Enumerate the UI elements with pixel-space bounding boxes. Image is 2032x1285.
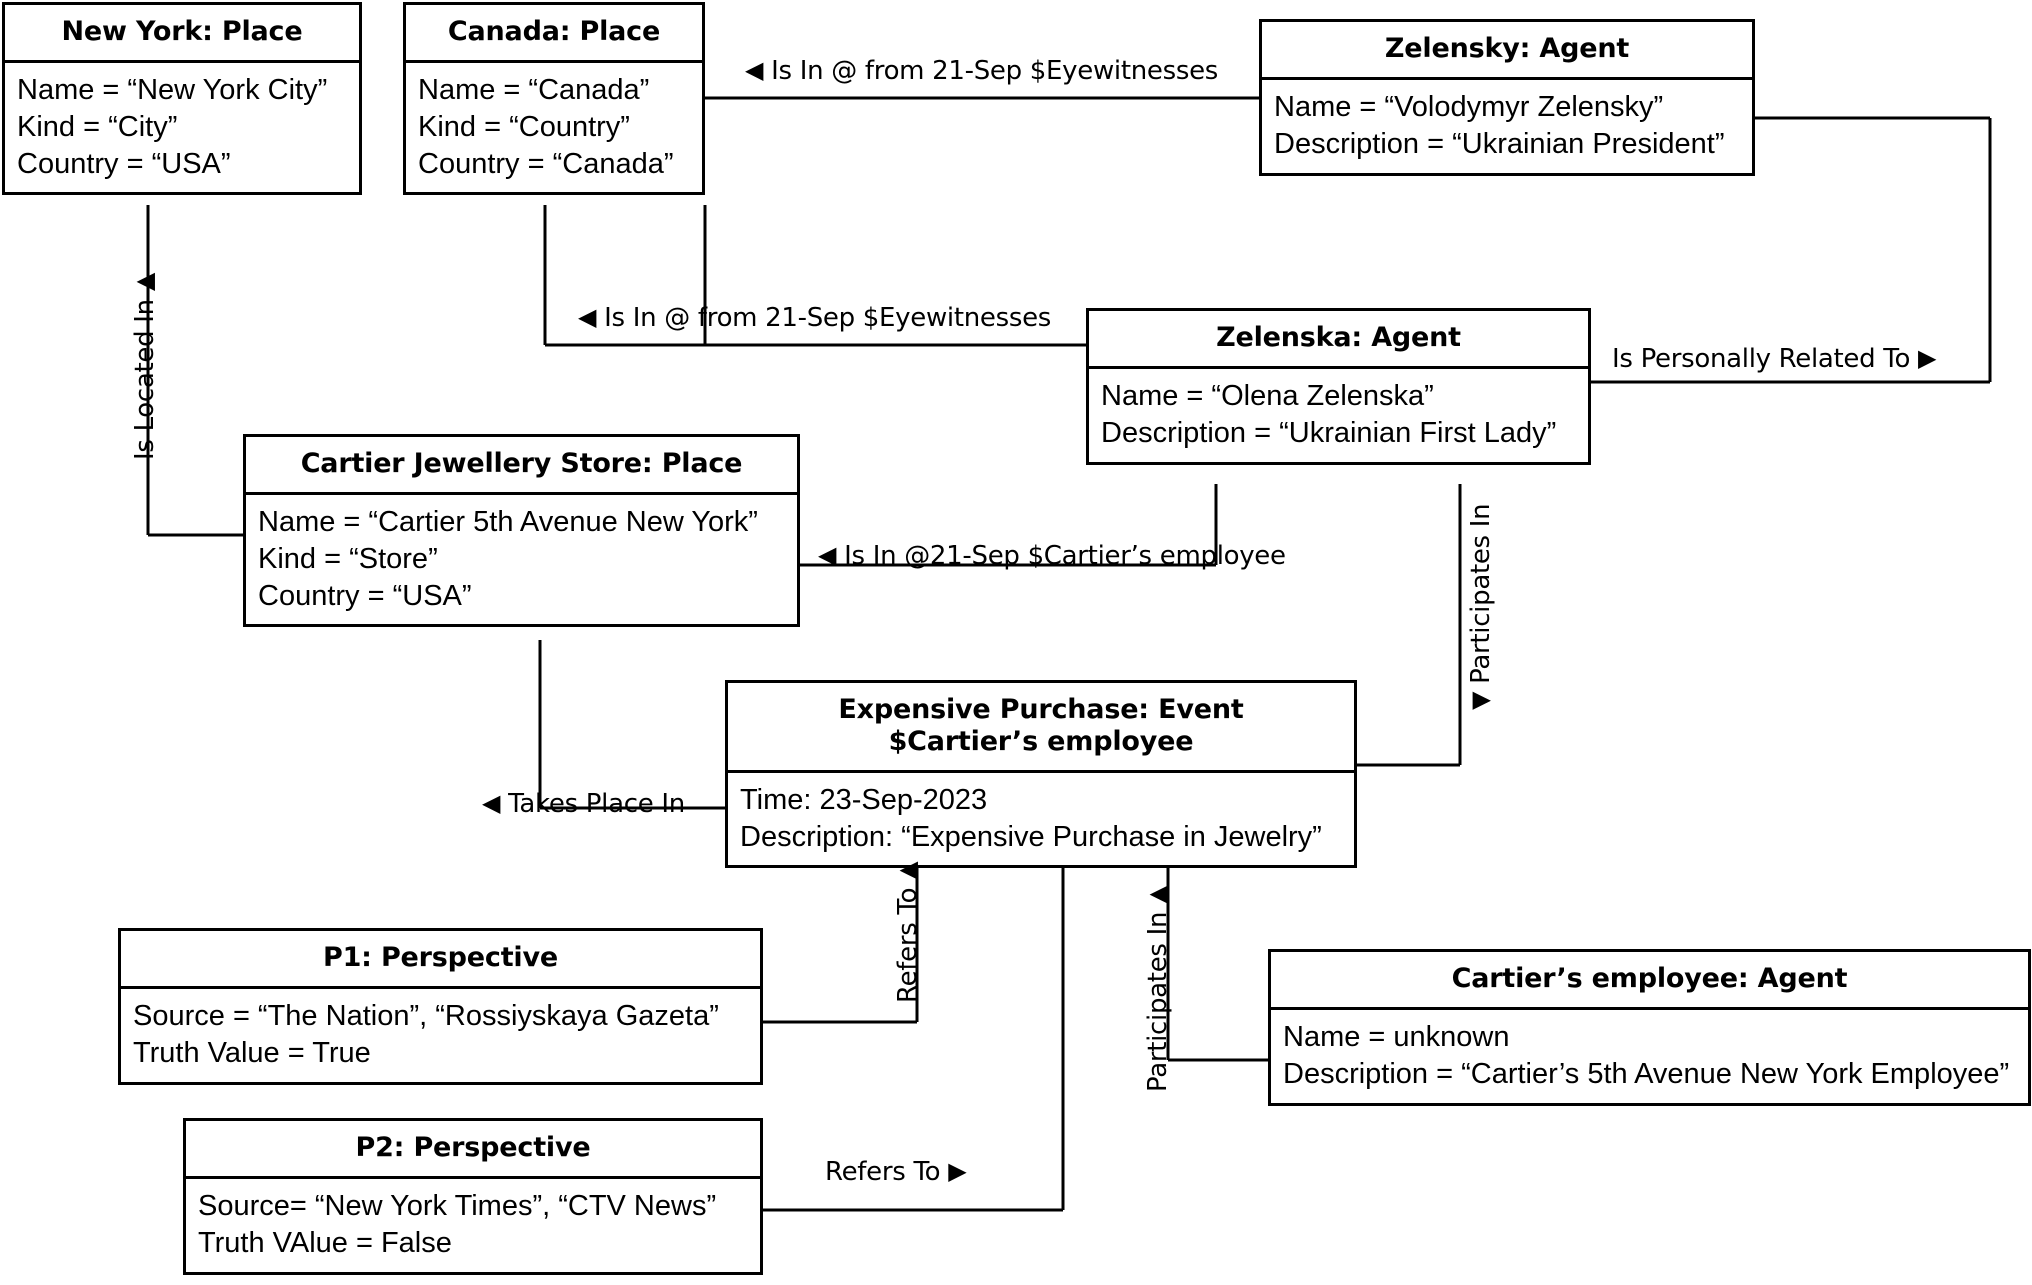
node-attributes: Source = “The Nation”, “Rossiyskaya Gaze… — [121, 989, 760, 1082]
node-cartier-store[interactable]: Cartier Jewellery Store: Place Name = “C… — [243, 434, 800, 628]
node-attributes: Name = “Canada” Kind = “Country” Country… — [406, 63, 702, 192]
node-header: P2: Perspective — [355, 1132, 591, 1163]
attribute-row: Kind = “Country” — [418, 110, 630, 143]
edge-label-employee-event: Participates In ▲ — [1143, 886, 1173, 1092]
node-divider — [1262, 76, 1752, 80]
edge-label-text: Refers To — [825, 1157, 941, 1187]
node-attributes: Name = “Volodymyr Zelensky” Description … — [1262, 80, 1752, 173]
arrow-right-icon: ▶ — [948, 1157, 967, 1185]
node-attributes: Name = “Olena Zelenska” Description = “U… — [1089, 369, 1588, 462]
node-cartier-employee[interactable]: Cartier’s employee: Agent Name = unknown… — [1268, 949, 2031, 1106]
node-expensive-purchase[interactable]: Expensive Purchase: Event $Cartier’s emp… — [725, 680, 1357, 869]
node-divider — [1271, 1006, 2028, 1010]
attribute-row: Name = unknown — [1283, 1020, 1510, 1053]
edge-label-text: Is In @21-Sep $Cartier’s employee — [844, 541, 1286, 571]
attribute-row: Description: “Expensive Purchase in Jewe… — [740, 820, 1322, 853]
edge-label-store-newyork: Is Located In ▲ — [130, 273, 160, 460]
edge-label-text: Refers To — [893, 887, 923, 1003]
arrow-right-icon: ▶ — [1918, 344, 1937, 372]
node-divider — [406, 59, 702, 63]
attribute-row: Description = “Ukrainian First Lady” — [1101, 416, 1557, 449]
node-zelenska[interactable]: Zelenska: Agent Name = “Olena Zelenska” … — [1086, 308, 1591, 465]
edge-label-text: Participates In — [1143, 911, 1173, 1092]
node-zelensky[interactable]: Zelensky: Agent Name = “Volodymyr Zelens… — [1259, 19, 1755, 176]
arrow-left-icon: ◀ — [745, 56, 764, 84]
attribute-row: Description = “Cartier’s 5th Avenue New … — [1283, 1057, 2010, 1090]
attribute-row: Country = “Canada” — [418, 147, 674, 180]
attribute-row: Kind = “Store” — [258, 542, 438, 575]
attribute-row: Country = “USA” — [17, 147, 231, 180]
node-header-line-1: Expensive Purchase: Event — [838, 694, 1244, 725]
edge-label-store-zelenska: ◀ Is In @21-Sep $Cartier’s employee — [818, 541, 1286, 571]
node-attributes: Time: 23-Sep-2023 Description: “Expensiv… — [728, 773, 1354, 866]
node-canada[interactable]: Canada: Place Name = “Canada” Kind = “Co… — [403, 2, 705, 196]
node-divider — [186, 1175, 760, 1179]
arrow-down-icon: ▼ — [1466, 691, 1494, 710]
node-new-york[interactable]: New York: Place Name = “New York City” K… — [2, 2, 362, 196]
attribute-row: Name = “Canada” — [418, 73, 650, 106]
attribute-row: Source = “The Nation”, “Rossiyskaya Gaze… — [133, 999, 719, 1032]
node-p2-perspective[interactable]: P2: Perspective Source= “New York Times”… — [183, 1118, 763, 1275]
node-header: Cartier Jewellery Store: Place — [300, 448, 743, 479]
node-header: Zelenska: Agent — [1216, 322, 1461, 353]
attribute-row: Name = “Volodymyr Zelensky” — [1274, 90, 1664, 123]
arrow-up-icon: ▲ — [893, 861, 921, 880]
attribute-row: Source= “New York Times”, “CTV News” — [198, 1189, 717, 1222]
edge-label-zelensky-zelenska: Is Personally Related To ▶ — [1612, 344, 1937, 374]
attribute-row: Description = “Ukrainian President” — [1274, 127, 1725, 160]
edge-label-p2-event: Refers To ▶ — [825, 1157, 967, 1187]
edge-label-p1-event: Refers To ▲ — [893, 862, 923, 1003]
node-attributes: Source= “New York Times”, “CTV News” Tru… — [186, 1179, 760, 1272]
node-header: Cartier’s employee: Agent — [1451, 963, 1848, 994]
node-header: New York: Place — [61, 16, 303, 47]
arrow-up-icon: ▲ — [1143, 885, 1171, 904]
node-header: P1: Perspective — [323, 942, 558, 973]
attribute-row: Name = “Olena Zelenska” — [1101, 379, 1434, 412]
attribute-row: Name = “Cartier 5th Avenue New York” — [258, 505, 758, 538]
attribute-row: Time: 23-Sep-2023 — [740, 783, 988, 816]
edge-label-text: Participates In — [1466, 503, 1496, 684]
node-p1-perspective[interactable]: P1: Perspective Source = “The Nation”, “… — [118, 928, 763, 1085]
arrow-left-icon: ◀ — [578, 303, 597, 331]
edge-label-text: Is Located In — [130, 299, 160, 460]
edge-label-canada-zelenska: ◀ Is In @ from 21-Sep $Eyewitnesses — [578, 303, 1051, 333]
node-divider — [5, 59, 359, 63]
edge-label-event-store: ◀ Takes Place In — [482, 789, 685, 819]
edge-label-text: Takes Place In — [508, 789, 685, 819]
edge-label-zelenska-event: ▼ Participates In — [1466, 504, 1496, 710]
attribute-row: Name = “New York City” — [17, 73, 328, 106]
edge-label-text: Is In @ from 21-Sep $Eyewitnesses — [771, 56, 1219, 86]
arrow-left-icon: ◀ — [482, 789, 501, 817]
node-attributes: Name = “New York City” Kind = “City” Cou… — [5, 63, 359, 192]
node-attributes: Name = unknown Description = “Cartier’s … — [1271, 1010, 2028, 1103]
node-divider — [728, 769, 1354, 773]
attribute-row: Truth VAlue = False — [198, 1226, 452, 1259]
node-header-line-2: $Cartier’s employee — [888, 725, 1194, 757]
attribute-row: Truth Value = True — [133, 1036, 371, 1069]
node-header: Expensive Purchase: Event $Cartier’s emp… — [728, 683, 1354, 770]
attribute-row: Country = “USA” — [258, 579, 472, 612]
arrow-left-icon: ◀ — [818, 541, 837, 569]
node-attributes: Name = “Cartier 5th Avenue New York” Kin… — [246, 495, 797, 624]
edge-label-text: Is In @ from 21-Sep $Eyewitnesses — [604, 303, 1052, 333]
attribute-row: Kind = “City” — [17, 110, 178, 143]
node-header: Zelensky: Agent — [1384, 33, 1630, 64]
edge-label-text: Is Personally Related To — [1612, 344, 1911, 374]
node-divider — [121, 985, 760, 989]
edge-label-canada-zelensky: ◀ Is In @ from 21-Sep $Eyewitnesses — [745, 56, 1218, 86]
node-header: Canada: Place — [447, 16, 661, 47]
arrow-up-icon: ▲ — [130, 273, 158, 292]
node-divider — [246, 491, 797, 495]
node-divider — [1089, 365, 1588, 369]
